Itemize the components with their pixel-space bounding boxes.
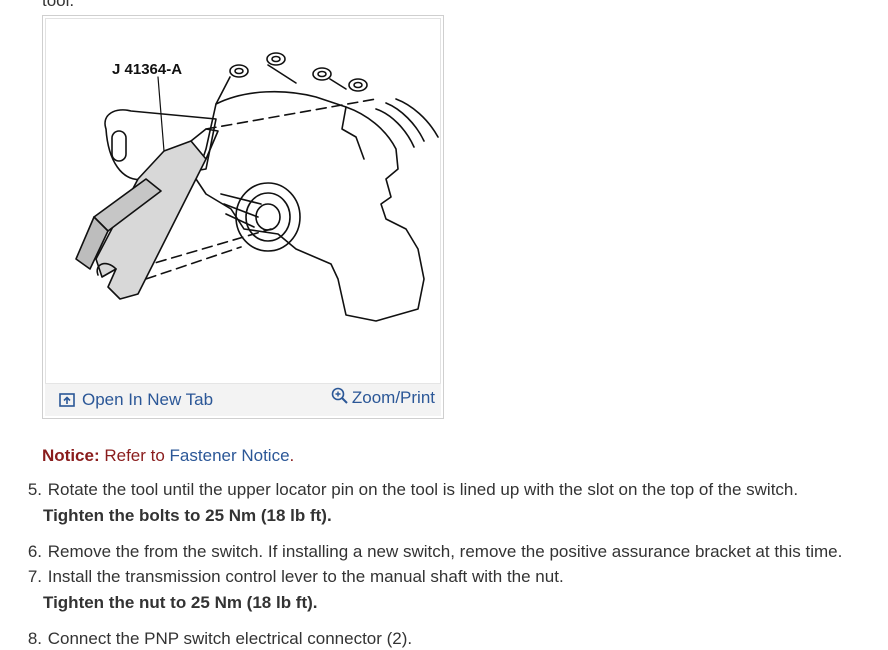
open-new-tab-icon bbox=[59, 393, 75, 407]
step-text: Connect the PNP switch electrical connec… bbox=[47, 629, 413, 648]
pnp-switch-tool-diagram bbox=[75, 52, 439, 322]
open-in-new-tab-link[interactable]: Open In New Tab bbox=[59, 390, 213, 410]
bolt-1 bbox=[229, 64, 249, 78]
step-8: 8. Connect the PNP switch electrical con… bbox=[20, 629, 412, 649]
zoom-in-icon bbox=[331, 387, 348, 404]
step-6: 6. Remove the from the switch. If instal… bbox=[20, 542, 843, 562]
figure-container: J 41364-A Open In New Tab Zoom/Print bbox=[42, 15, 444, 419]
open-in-new-tab-label: Open In New Tab bbox=[82, 390, 214, 409]
bolt-4 bbox=[348, 78, 368, 92]
tool-j41364a bbox=[95, 140, 207, 300]
notice-label: Notice: bbox=[42, 446, 100, 465]
step-text: Install the transmission control lever t… bbox=[47, 567, 564, 586]
step-number: 7. bbox=[27, 567, 42, 586]
fastener-notice-link[interactable]: Fastener Notice bbox=[169, 446, 290, 465]
step-number: 6. bbox=[27, 542, 42, 561]
zoom-print-label: Zoom/Print bbox=[351, 388, 435, 407]
step-text: Rotate the tool until the upper locator … bbox=[47, 480, 799, 499]
step-5-spec: Tighten the bolts to 25 Nm (18 lb ft). bbox=[43, 506, 332, 525]
previous-text-fragment: tool. bbox=[42, 0, 75, 10]
bolt-3 bbox=[312, 67, 332, 81]
step-number: 8. bbox=[27, 629, 42, 648]
tool-callout-label: J 41364-A bbox=[112, 61, 183, 78]
notice-text: Refer to bbox=[99, 446, 170, 465]
zoom-print-link[interactable]: Zoom/Print bbox=[331, 387, 435, 408]
switch-housing bbox=[195, 90, 425, 322]
step-number: 5. bbox=[27, 480, 42, 499]
step-5: 5. Rotate the tool until the upper locat… bbox=[20, 480, 798, 500]
figure-toolbar: Open In New Tab Zoom/Print bbox=[45, 383, 441, 416]
figure-frame: J 41364-A bbox=[45, 18, 441, 416]
step-7: 7. Install the transmission control leve… bbox=[20, 567, 564, 587]
manual-shaft-hub bbox=[235, 182, 301, 252]
notice-end: . bbox=[289, 446, 295, 465]
bolt-2 bbox=[266, 52, 286, 66]
step-7-spec: Tighten the nut to 25 Nm (18 lb ft). bbox=[43, 593, 318, 612]
step-text: Remove the from the switch. If installin… bbox=[47, 542, 843, 561]
notice-line: Notice: Refer to Fastener Notice. bbox=[42, 446, 294, 466]
